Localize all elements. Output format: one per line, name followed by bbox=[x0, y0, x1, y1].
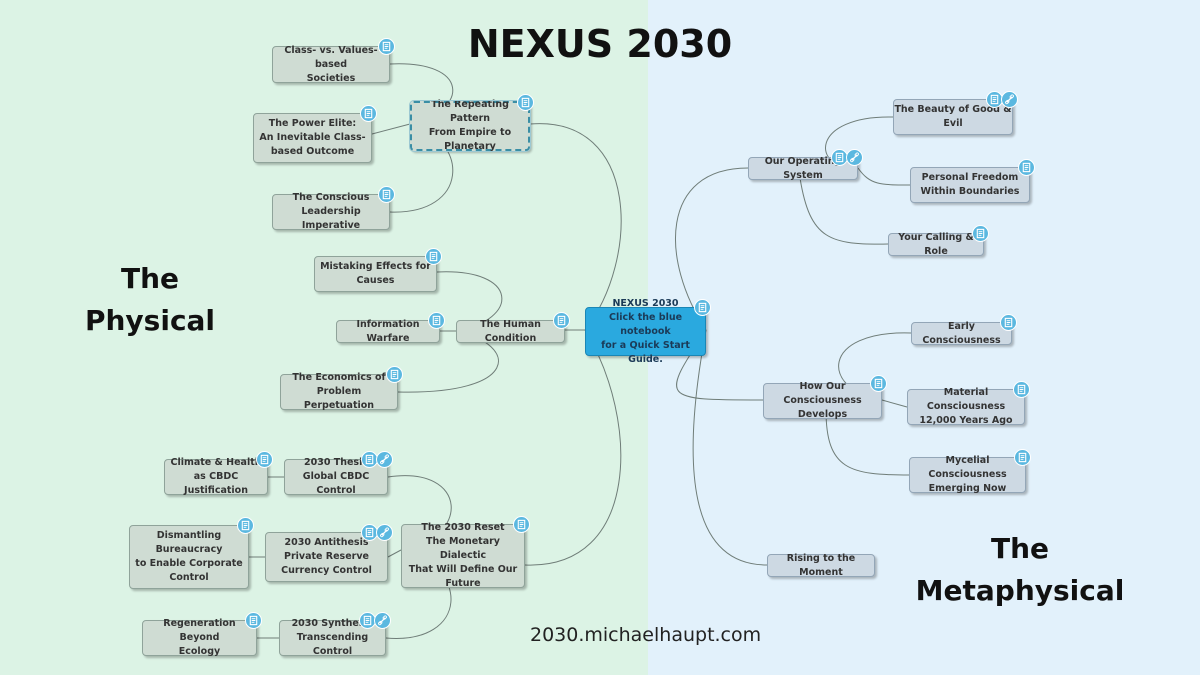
connector bbox=[825, 409, 910, 476]
node-label: NEXUS 2030 Click the blue notebook for a… bbox=[601, 297, 690, 365]
node-label: The Conscious Leadership Imperative bbox=[292, 192, 370, 231]
notebook-icon[interactable] bbox=[1000, 314, 1017, 331]
node-label: Our Operating System bbox=[764, 155, 842, 181]
notebook-icon[interactable] bbox=[1018, 159, 1035, 176]
connector bbox=[675, 167, 749, 331]
physical-label: The Physical bbox=[84, 262, 216, 337]
notebook-icon[interactable] bbox=[513, 516, 530, 533]
node-consciousness-develops[interactable]: How Our Consciousness Develops bbox=[763, 375, 887, 420]
node-power-elite[interactable]: The Power Elite: An Inevitable Class- ba… bbox=[253, 105, 377, 163]
metaphysical-label: The Metaphysical bbox=[915, 532, 1125, 607]
connector bbox=[529, 123, 622, 331]
notebook-icon[interactable] bbox=[870, 375, 887, 392]
node-label: The 2030 Reset The Monetary Dialectic Th… bbox=[408, 522, 518, 589]
notebook-icon[interactable] bbox=[361, 524, 378, 541]
node-label: 2030 Synthesis Transcending Control bbox=[291, 618, 374, 657]
notebook-icon[interactable] bbox=[972, 225, 989, 242]
node-label: Regeneration Beyond Ecology bbox=[163, 618, 236, 657]
node-label: The Beauty of Good & Evil bbox=[894, 104, 1012, 129]
notebook-icon[interactable] bbox=[378, 186, 395, 203]
connector bbox=[857, 167, 911, 186]
node-rising-to-the-moment[interactable]: Rising to the Moment bbox=[767, 552, 875, 578]
node-economics[interactable]: The Economics of Problem Perpetuation bbox=[280, 366, 403, 411]
node-mistaking-effects[interactable]: Mistaking Effects for Causes bbox=[314, 248, 442, 292]
node-label: The Economics of Problem Perpetuation bbox=[292, 372, 386, 411]
notebook-icon[interactable] bbox=[237, 517, 254, 534]
node-label: Your Calling & Role bbox=[898, 231, 974, 257]
notebook-icon[interactable] bbox=[425, 248, 442, 265]
site-url[interactable]: 2030.michaelhaupt.com bbox=[530, 624, 762, 646]
node-label: How Our Consciousness Develops bbox=[783, 381, 862, 420]
connector bbox=[881, 399, 908, 408]
node-personal-freedom[interactable]: Personal Freedom Within Boundaries bbox=[910, 159, 1035, 203]
notebook-icon[interactable] bbox=[553, 312, 570, 329]
link-icon[interactable] bbox=[376, 524, 393, 541]
node-calling-role[interactable]: Your Calling & Role bbox=[888, 225, 989, 257]
node-material-consciousness[interactable]: Material Consciousness 12,000 Years Ago bbox=[907, 381, 1030, 426]
node-label: The Human Condition bbox=[480, 318, 541, 344]
node-2030-thesis[interactable]: 2030 Thesis Global CBDC Control bbox=[284, 451, 393, 496]
node-information-warfare[interactable]: Information Warfare bbox=[336, 312, 445, 344]
notebook-icon[interactable] bbox=[1013, 381, 1030, 398]
node-regeneration[interactable]: Regeneration Beyond Ecology bbox=[142, 612, 262, 657]
connector bbox=[371, 123, 411, 135]
node-label: Dismantling Bureaucracy to Enable Corpor… bbox=[135, 530, 243, 583]
connector bbox=[692, 329, 768, 566]
node-mycelial-consciousness[interactable]: Mycelial Consciousness Emerging Now bbox=[909, 449, 1031, 494]
node-label: 2030 Antithesis Private Reserve Currency… bbox=[281, 537, 372, 576]
map-title: NEXUS 2030 bbox=[467, 22, 733, 66]
notebook-icon[interactable] bbox=[694, 299, 711, 316]
connector bbox=[387, 549, 402, 558]
node-2030-antithesis[interactable]: 2030 Antithesis Private Reserve Currency… bbox=[265, 524, 393, 582]
notebook-icon[interactable] bbox=[378, 38, 395, 55]
notebook-icon[interactable] bbox=[245, 612, 262, 629]
node-label: Personal Freedom Within Boundaries bbox=[920, 172, 1020, 197]
node-2030-reset[interactable]: The 2030 Reset The Monetary Dialectic Th… bbox=[401, 516, 530, 589]
notebook-icon[interactable] bbox=[361, 451, 378, 468]
node-label: Climate & Health as CBDC Justification bbox=[170, 457, 262, 496]
node-label: Information Warfare bbox=[356, 318, 420, 344]
node-class-values[interactable]: Class- vs. Values-based Societies bbox=[272, 38, 395, 84]
notebook-icon[interactable] bbox=[428, 312, 445, 329]
notebook-icon[interactable] bbox=[517, 94, 534, 111]
node-human-condition[interactable]: The Human Condition bbox=[456, 312, 570, 344]
node-early-consciousness[interactable]: Early Consciousness bbox=[911, 314, 1017, 346]
node-climate-health[interactable]: Climate & Health as CBDC Justification bbox=[164, 451, 273, 496]
node-label: Material Consciousness 12,000 Years Ago bbox=[919, 387, 1013, 426]
connector bbox=[799, 177, 889, 245]
notebook-icon[interactable] bbox=[256, 451, 273, 468]
central-node[interactable]: NEXUS 2030 Click the blue notebook for a… bbox=[585, 298, 711, 365]
link-icon[interactable] bbox=[376, 451, 393, 468]
notebook-icon[interactable] bbox=[360, 105, 377, 122]
node-beauty-good-evil[interactable]: The Beauty of Good & Evil bbox=[893, 91, 1018, 135]
notebook-icon[interactable] bbox=[386, 366, 403, 383]
node-dismantling-bureaucracy[interactable]: Dismantling Bureaucracy to Enable Corpor… bbox=[129, 517, 254, 589]
node-operating-system[interactable]: Our Operating System bbox=[748, 149, 863, 181]
node-label: Mycelial Consciousness Emerging Now bbox=[928, 455, 1007, 494]
node-label: Rising to the Moment bbox=[786, 552, 856, 578]
node-label: Early Consciousness bbox=[922, 320, 1001, 346]
node-label: 2030 Thesis Global CBDC Control bbox=[302, 457, 370, 496]
link-icon[interactable] bbox=[846, 149, 863, 166]
node-label: The Power Elite: An Inevitable Class- ba… bbox=[259, 118, 366, 157]
node-conscious-leadership[interactable]: The Conscious Leadership Imperative bbox=[272, 186, 395, 231]
node-2030-synthesis[interactable]: 2030 Synthesis Transcending Control bbox=[279, 612, 391, 657]
node-label: Class- vs. Values-based Societies bbox=[284, 44, 378, 84]
node-label: The Repeating Pattern From Empire to Pla… bbox=[428, 99, 512, 152]
node-repeating-pattern[interactable]: The Repeating Pattern From Empire to Pla… bbox=[409, 94, 534, 152]
notebook-icon[interactable] bbox=[1014, 449, 1031, 466]
connector bbox=[524, 329, 622, 566]
link-icon[interactable] bbox=[1001, 91, 1018, 108]
node-label: Mistaking Effects for Causes bbox=[320, 261, 431, 286]
link-icon[interactable] bbox=[374, 612, 391, 629]
